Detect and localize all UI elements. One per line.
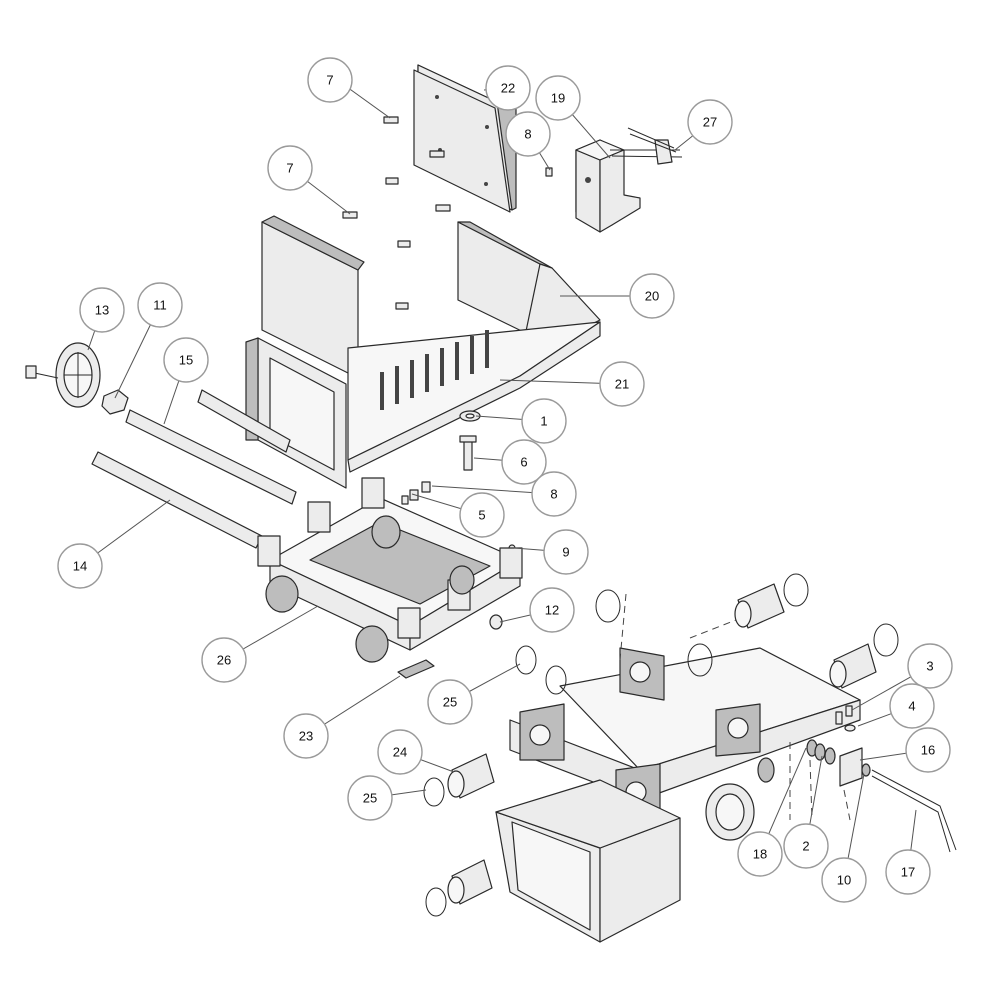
part-19-clamp-block [575,139,641,233]
part-side-hardware [806,705,957,853]
callout-label: 25 [363,791,377,806]
callout-label: 5 [478,508,485,523]
callout-23: 23 [283,713,329,759]
callout-label: 20 [645,289,659,304]
alignment-lines [619,593,851,821]
part-7-screws [342,116,451,310]
part-6-bolt [459,435,477,471]
callout-8-lower: 8 [531,471,577,517]
callout-label: 15 [179,353,193,368]
callout-13: 13 [79,287,125,333]
part-23-key [397,659,435,679]
part-20-tray [245,215,601,489]
part-25-snap-rings [423,573,899,917]
callout-label: 23 [299,729,313,744]
callout-1: 1 [521,398,567,444]
callout-label: 1 [540,414,547,429]
part-26-carriage [257,477,523,663]
callout-label: 12 [545,603,559,618]
callout-25-lower: 25 [347,775,393,821]
callout-label: 14 [73,559,87,574]
callout-25-upper: 25 [427,679,473,725]
callout-label: 22 [501,81,515,96]
part-14-rod [91,451,263,549]
callout-22: 22 [485,65,531,111]
callout-17: 17 [885,849,931,895]
callout-9: 9 [543,529,589,575]
callout-14: 14 [57,543,103,589]
callout-24: 24 [377,729,423,775]
callout-label: 4 [908,699,915,714]
callout-label: 24 [393,745,407,760]
lower-table-assembly [495,647,861,943]
callout-26: 26 [201,637,247,683]
callout-16: 16 [905,727,951,773]
callout-label: 8 [550,487,557,502]
callout-label: 21 [615,377,629,392]
callout-label: 11 [153,298,167,313]
callout-label: 13 [95,303,109,318]
callout-6: 6 [501,439,547,485]
callout-label: 6 [520,455,527,470]
callout-2: 2 [783,823,829,869]
callout-label: 8 [524,127,531,142]
callout-bubbles: 7 22 19 27 8 7 20 13 11 15 21 1 6 8 5 9 … [57,57,953,903]
part-24-bushings [447,583,877,905]
callout-label: 7 [286,161,293,176]
callout-27: 27 [687,99,733,145]
callout-label: 17 [901,865,915,880]
callout-label: 26 [217,653,231,668]
part-11-nut [101,389,129,415]
callout-label: 18 [753,847,767,862]
tray-slots [380,330,489,410]
part-1-washer [459,410,481,422]
callout-12: 12 [529,587,575,633]
callout-label: 25 [443,695,457,710]
parts-drawing [25,64,957,943]
callout-18: 18 [737,831,783,877]
callout-label: 16 [921,743,935,758]
callout-5: 5 [459,492,505,538]
callout-19: 19 [535,75,581,121]
callout-label: 2 [802,839,809,854]
callout-label: 3 [926,659,933,674]
callout-10: 10 [821,857,867,903]
callout-label: 10 [837,873,851,888]
part-15-shaft [125,389,297,505]
callout-label: 19 [551,91,565,106]
callout-7-upper: 7 [307,57,353,103]
callout-3: 3 [907,643,953,689]
callout-7-middle: 7 [267,145,313,191]
callout-15: 15 [163,337,209,383]
part-27-screw-handle [610,127,683,165]
callout-8-upper: 8 [505,111,551,157]
callout-4: 4 [889,683,935,729]
callout-21: 21 [599,361,645,407]
callout-label: 9 [562,545,569,560]
callout-label: 7 [326,73,333,88]
part-13-handwheel [25,342,101,408]
callout-20: 20 [629,273,675,319]
callout-label: 27 [703,115,717,130]
callout-11: 11 [137,282,183,328]
